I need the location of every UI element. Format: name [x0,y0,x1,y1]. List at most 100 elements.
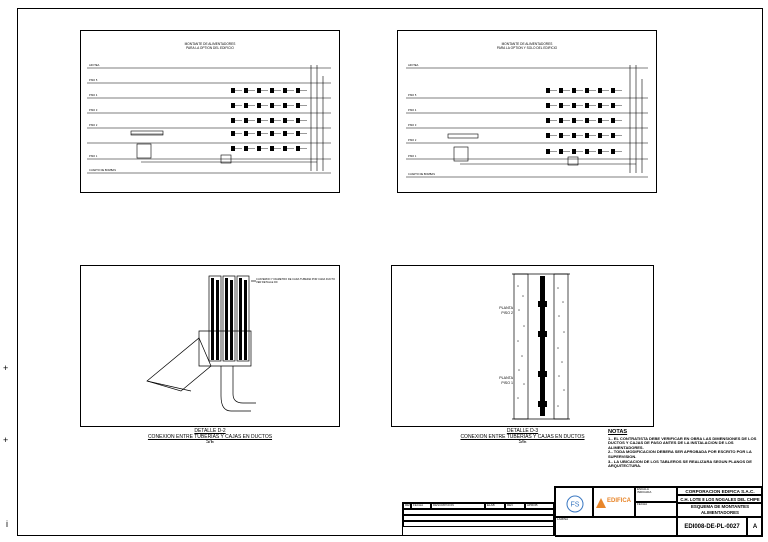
title-block: FS EDIFICA ESCALA INDICADA FECHA CORPORA… [554,486,763,537]
note-item: 1.- EL CONTRATISTA DEBE VERIFICAR EN OBR… [608,435,757,450]
floor-label: PISO 3 [408,124,417,127]
plan-label: PISO 1 [501,381,513,385]
client-logo-icon: FS [566,495,584,513]
panelboard-icon [572,88,576,93]
plan-label: PLANTA [499,376,513,380]
revision-table: REV FECHA DESCRIPCION ELAB REV APROB [402,502,555,536]
floor-label: PISO 4 [89,94,98,97]
panelboard-icon [585,88,589,93]
floor-label: PISO 2 [89,124,98,127]
panelboard-icon [283,146,287,151]
panelboard-icon [598,103,602,108]
panelboard-icon [270,131,274,136]
panelboard-icon [283,103,287,108]
floor-label: AZOTEA [89,64,100,67]
panelboard-icon [270,118,274,123]
plan-label: PLANTA [499,306,513,310]
riser-diagram-2 [406,65,648,178]
panelboard-icon [559,118,563,123]
left-registration-mark: + [3,435,9,445]
floor-label: PISO 4 [408,109,417,112]
panelboard-icon [546,103,550,108]
caption-title: DETALLE D-2 [194,428,226,434]
caption-scale: S/E [205,439,215,446]
panelboard-icon [559,103,563,108]
left-registration-mark: i [6,519,8,529]
rev-header: REV [505,503,525,509]
scale-label: ESCALA [637,487,649,491]
panelboard-icon [270,88,274,93]
panelboard-icon [559,149,563,154]
left-registration-mark: + [3,363,9,373]
detail-callout: CUATERNO Y DIAMETRO DE CADA TUBERIA POR … [256,278,336,284]
panelboard-icon [546,133,550,138]
panelboard-icon [598,149,602,154]
panelboard-icon [270,103,274,108]
floor-label: PISO 3 [89,109,98,112]
panelboard-icon [244,146,248,151]
note-item: 2.- TODA MODIFICACION DEBERA SER APROBAD… [608,449,752,459]
edifica-logo-icon [596,498,606,508]
date-label: FECHA [637,502,648,506]
sheet-label: LAMINA [557,517,569,521]
company-name: CORPORACION EDIFICA S.A.C. [677,487,763,495]
sheet-border [17,8,763,536]
drawing-subtitle: ALIMENTADORES [701,509,739,515]
riser-diagram-panel-2: MONTANTE DE ALIMENTADORES PARA LA OPTION… [397,30,657,193]
caption-subtitle: CONEXION ENTRE TUBERIAS Y CAJAS EN DUCTO… [460,433,585,440]
panelboard-icon [257,146,261,151]
riser-diagram-1 [87,65,331,174]
panelboard-icon [546,88,550,93]
floor-label: PISO 1 [89,155,98,158]
panelboard-icon [231,88,235,93]
panelboard-icon [296,146,300,151]
panelboard-icon [611,133,615,138]
notes-heading: NOTAS [608,429,628,435]
panelboard-icon [296,103,300,108]
panelboard-icon [585,149,589,154]
brand-cell: EDIFICA [593,487,635,517]
scale-cell: ESCALA INDICADA [635,487,677,502]
logo-cell: FS [555,487,593,517]
rev-header: FECHA [411,503,431,509]
panelboard-icon [572,133,576,138]
floor-label: AZOTEA [408,64,419,67]
panelboard-icon [585,133,589,138]
detail-d3-drawing [512,273,570,420]
project-name: C.H. LOTE 8 LOS NOGALES DEL CHIPE [677,495,763,503]
panelboard-icon [546,118,550,123]
detail-d3-caption: DETALLE D-3 CONEXION ENTRE TUBERIAS Y CA… [391,428,654,446]
scale-value: INDICADA [637,490,652,495]
date-cell: FECHA [635,502,677,517]
panelboard-icon [231,103,235,108]
floor-label: PISO 5 [89,79,98,82]
floor-label: PISO 1 [408,155,417,158]
panelboard-icon [598,133,602,138]
rev-header: DESCRIPCION [431,503,485,509]
note-item: 3.- LA UBICACION DE LOS TABLEROS SE REAL… [608,458,752,469]
panelboard-icon [611,88,615,93]
panelboard-icon [611,103,615,108]
panelboard-icon [296,88,300,93]
caption-title: DETALLE D-3 [506,428,539,434]
panelboard-icon [283,118,287,123]
detail-d2-drawing [146,275,256,412]
panel-subtitle: PARA LA OPTION DEL EDIFICIO [186,46,234,50]
panelboard-icon [244,88,248,93]
drawing-title-cell: ESQUEMA DE MONTANTES ALIMENTADORES [677,503,763,517]
panelboard-icon [296,131,300,136]
panelboard-icon [572,149,576,154]
panelboard-icon [270,146,274,151]
panelboard-icon [611,149,615,154]
panelboard-icon [283,88,287,93]
floor-label: CUARTO DE BOMBAS [408,173,435,176]
rev-header: ELAB [485,503,505,509]
panel-title: MONTANTE DE ALIMENTADORES [501,42,553,46]
svg-text:FS: FS [571,502,580,509]
notes-block: NOTAS 1.- EL CONTRATISTA DEBE VERIFICAR … [608,429,760,469]
panelboard-icon [572,118,576,123]
panelboard-icon [257,88,261,93]
plan-label: PISO 2 [501,311,513,315]
caption-scale: S/E [518,439,527,446]
